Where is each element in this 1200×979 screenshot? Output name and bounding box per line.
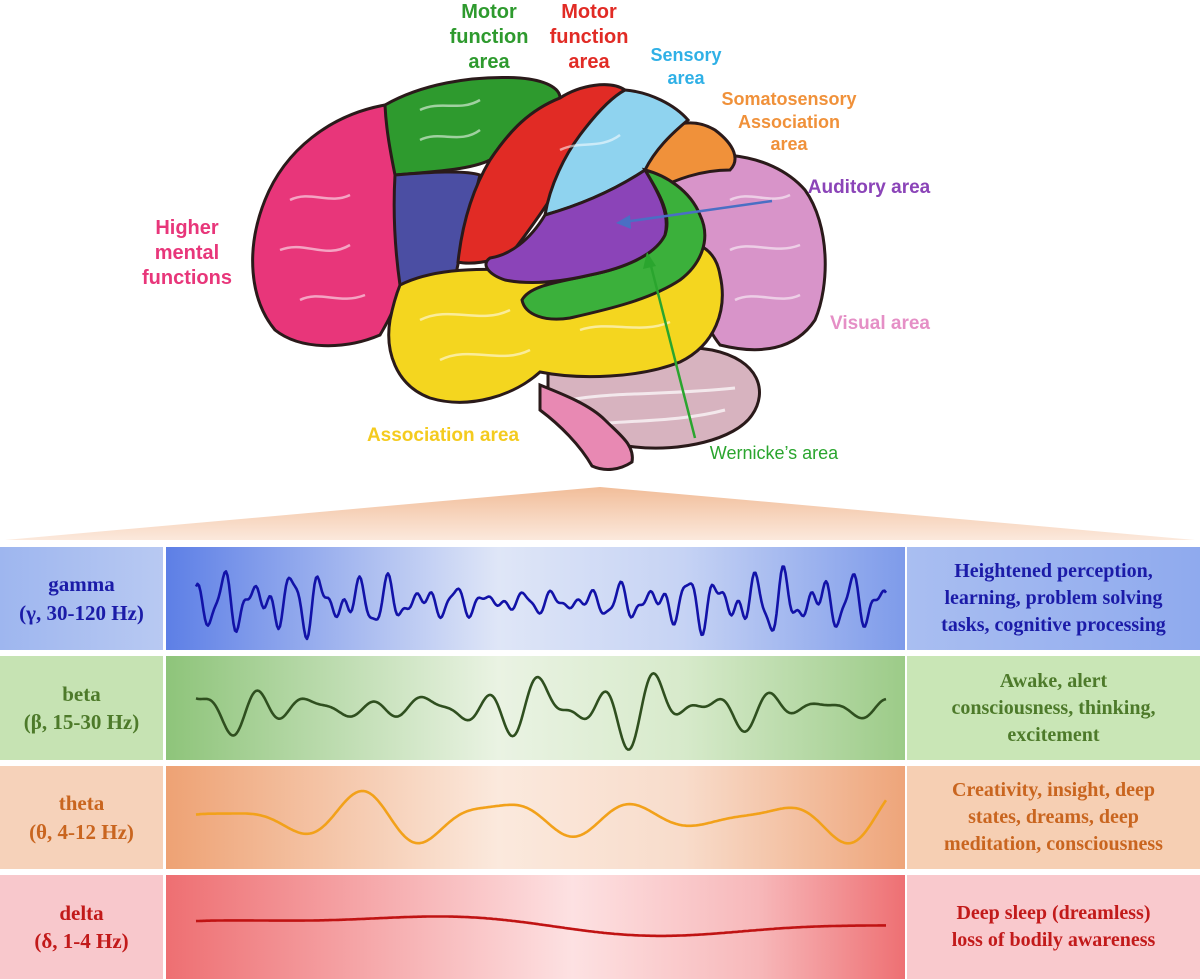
gamma-desc: Heightened perception, learning, problem… [907, 547, 1200, 650]
brain-illustration [5, 76, 1195, 540]
theta-desc: Creativity, insight, deep states, dreams… [907, 766, 1200, 869]
theta-wave-panel [166, 766, 905, 869]
delta-wave [195, 915, 886, 938]
beta-name: beta (β, 15-30 Hz) [0, 656, 163, 760]
beta-desc: Awake, alert consciousness, thinking, ex… [907, 656, 1200, 760]
brain-folds [279, 98, 801, 362]
gamma-name: gamma (γ, 30-120 Hz) [0, 547, 163, 650]
wave-row-delta: delta (δ, 1-4 Hz) Deep sleep (dreamless)… [0, 875, 1200, 979]
beta-wave-panel [166, 656, 905, 760]
somatosensory-label: Somatosensory Association area [721, 89, 857, 154]
projection-fan [5, 487, 1195, 540]
wave-row-theta: theta (θ, 4-12 Hz) Creativity, insight, … [0, 766, 1200, 869]
theta-name: theta (θ, 4-12 Hz) [0, 766, 163, 869]
sensory-label: Sensory area [650, 45, 722, 88]
brain-stem [538, 382, 634, 471]
auditory-arrow-head [616, 215, 631, 229]
visual-label: Visual area [829, 313, 930, 334]
wernicke-arrow-head [643, 252, 656, 269]
delta-wave-panel [166, 875, 905, 979]
auditory-arrow [623, 199, 773, 224]
motor-red-label: Motor function area [549, 1, 629, 73]
motor-green-label: Motor function area [449, 1, 529, 73]
higher-mental-label: Higher mental functions [142, 217, 232, 289]
beta-wave [195, 672, 887, 751]
association-label: Association area [366, 425, 520, 446]
theta-wave [195, 789, 888, 845]
delta-desc: Deep sleep (dreamless) loss of bodily aw… [907, 875, 1200, 979]
gamma-wave-panel [166, 547, 905, 650]
wernicke-label: Wernicke’s area [709, 443, 839, 463]
auditory-label: Auditory area [807, 177, 931, 198]
higher-mental-region [251, 103, 407, 348]
wave-row-gamma: gamma (γ, 30-120 Hz) Heightened percepti… [0, 547, 1200, 650]
wave-row-beta: beta (β, 15-30 Hz) Awake, alert consciou… [0, 656, 1200, 760]
cerebellum-fold [569, 386, 736, 402]
gamma-wave [194, 565, 888, 641]
auditory-region [484, 167, 668, 284]
wernicke-arrow [648, 261, 697, 439]
delta-name: delta (δ, 1-4 Hz) [0, 875, 163, 979]
